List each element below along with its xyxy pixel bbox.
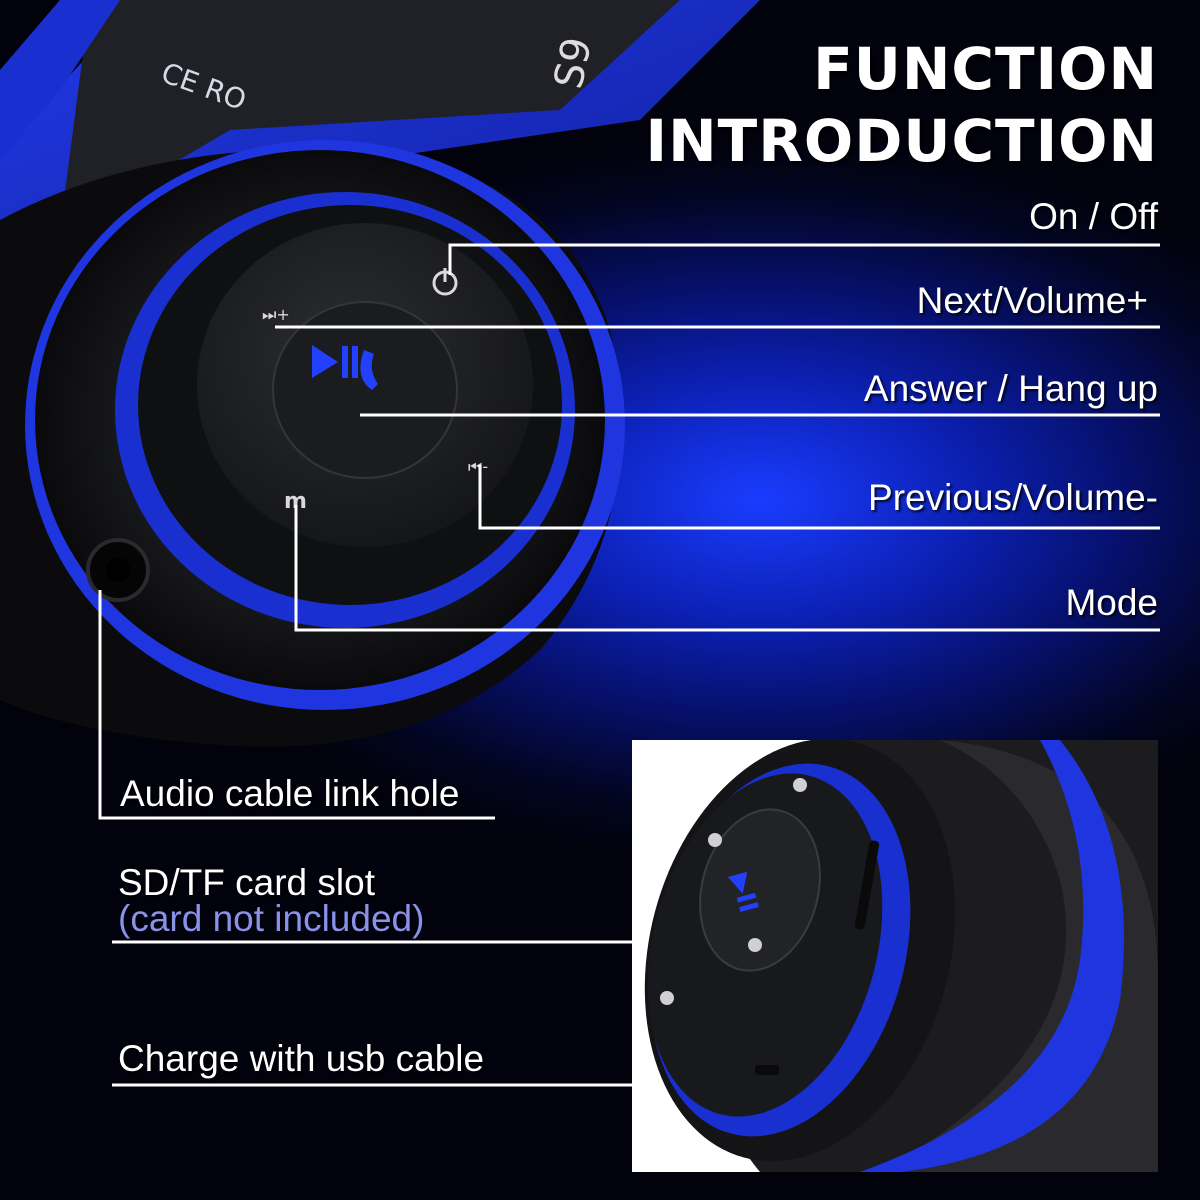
label-answer-hang-up: Answer / Hang up <box>863 368 1158 409</box>
label-audio-cable: Audio cable link hole <box>120 773 460 814</box>
next-icon: ⏭+ <box>262 305 290 324</box>
svg-text:⏭+: ⏭+ <box>262 305 290 324</box>
label-on-off: On / Off <box>1029 196 1158 237</box>
label-next-volume: Next/Volume+ <box>916 280 1148 321</box>
svg-text:⏮-: ⏮- <box>468 457 488 476</box>
label-sd-card-note: (card not included) <box>118 898 425 939</box>
line-mode <box>294 505 1160 632</box>
label-sd-card: SD/TF card slot <box>118 862 375 903</box>
svg-text:m: m <box>284 489 307 514</box>
previous-icon: ⏮- <box>468 457 488 476</box>
label-charge: Charge with usb cable <box>118 1038 485 1079</box>
title-line-1: FUNCTION <box>813 35 1158 103</box>
label-mode: Mode <box>1065 582 1158 623</box>
line-on-off <box>448 243 1160 275</box>
power-icon <box>432 268 458 296</box>
mode-icon: m <box>284 489 307 514</box>
inset-photo: ▶II <box>632 740 1158 1172</box>
line-audio <box>98 590 495 820</box>
title-line-2: INTRODUCTION <box>645 107 1158 175</box>
line-previous <box>478 465 1160 530</box>
play-pause-phone-icon <box>312 345 378 390</box>
center-button <box>272 301 458 479</box>
label-previous-volume: Previous/Volume- <box>868 477 1158 518</box>
